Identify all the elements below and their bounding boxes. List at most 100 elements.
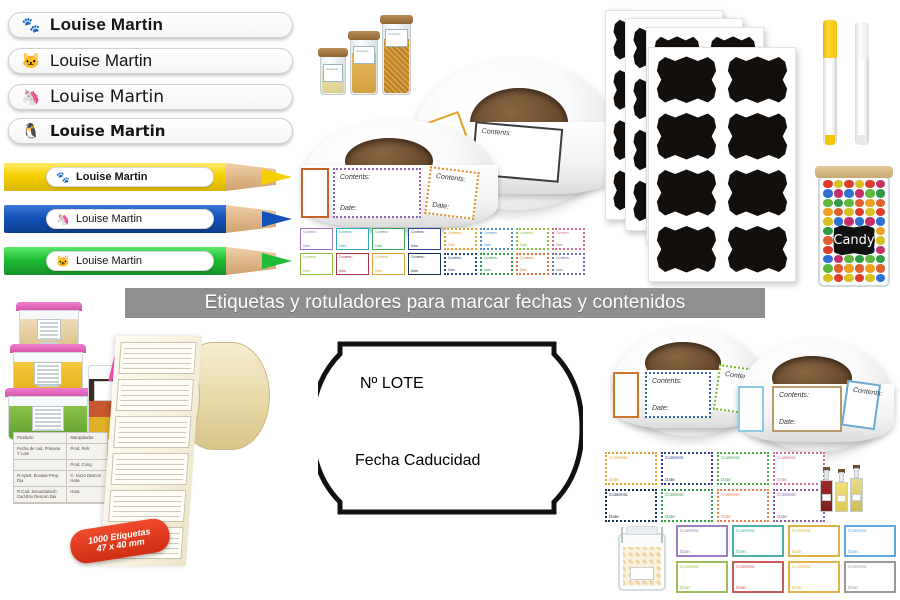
date-label: Date: xyxy=(484,242,492,247)
candy-piece xyxy=(865,180,875,189)
label-chip: Contents:Date: xyxy=(773,452,825,485)
container-lid xyxy=(10,344,86,353)
candy-piece xyxy=(844,198,854,208)
candy-piece xyxy=(854,189,864,198)
contents-label: Contents: xyxy=(736,564,756,569)
candy-chalkboard-label: Candy xyxy=(833,225,875,256)
candy-piece xyxy=(854,264,864,273)
marker-cap xyxy=(855,22,869,60)
candy-piece xyxy=(865,273,875,282)
label-chip: Contents:Date: xyxy=(676,561,728,593)
white-chalk-marker xyxy=(855,22,869,145)
roll-label-edge xyxy=(613,372,639,418)
candy-piece xyxy=(875,198,885,208)
food-container xyxy=(10,344,86,394)
contents-label: Contents: xyxy=(303,255,317,259)
label-chip: Contents:Date: xyxy=(408,253,441,275)
label-roll: Contents: Date: Contents: Date: xyxy=(301,120,498,230)
jar-lid xyxy=(626,526,658,535)
contents-label: Contents: xyxy=(721,455,741,460)
date-label: Date: xyxy=(777,476,788,482)
name-sticker-text: Louise Martin xyxy=(50,51,153,70)
tape-label xyxy=(113,416,192,448)
unicorn-icon: 🦄 xyxy=(56,213,70,226)
label-chip: Contents: Date: xyxy=(300,253,333,275)
jar-label-text: Contents xyxy=(388,32,401,36)
label-roll: Contents: Date: Contents: xyxy=(738,340,894,452)
contents-label: Contents: xyxy=(340,174,370,181)
table-cell: Prod. Refr. xyxy=(67,444,107,460)
label-chip: Contents: Date: xyxy=(732,525,784,557)
chalkboard-sticker xyxy=(727,112,788,160)
candy-piece xyxy=(823,217,833,226)
candy-piece xyxy=(875,264,885,273)
chalkboard-sticker xyxy=(656,56,717,104)
contents-label: Contents: xyxy=(339,230,353,234)
oil-bottle xyxy=(835,469,848,512)
contents-label: Contents: xyxy=(520,256,534,260)
label-chip: Contents:Date: xyxy=(605,452,657,485)
date-label: Date: xyxy=(652,405,669,412)
candy-piece xyxy=(823,236,833,245)
label-chip: Contents:Date: xyxy=(661,489,713,522)
label-chip: Contents:Date: xyxy=(661,452,713,485)
oil-bottle xyxy=(850,465,863,512)
roll-label-edge xyxy=(738,386,764,432)
labelled-pencil: 🐱 Louise Martin xyxy=(4,244,296,278)
dotted-label-grid: Contents:Date:Contents:Date:Contents:Dat… xyxy=(605,452,825,522)
candy-piece xyxy=(833,273,843,282)
table-cell: Hora xyxy=(67,487,107,503)
jar-lid xyxy=(380,15,413,24)
date-label: Date: xyxy=(848,584,859,590)
candy-piece xyxy=(844,189,854,198)
date-label: Date: xyxy=(556,242,564,247)
contents-label: Contents: xyxy=(680,564,700,569)
cat-face-icon: 🐱 xyxy=(56,255,70,268)
candy-piece xyxy=(823,254,833,264)
contents-label: Contents: xyxy=(652,378,682,385)
date-label: Date: xyxy=(520,242,528,247)
table-cell: Producto xyxy=(14,433,68,444)
candy-piece xyxy=(844,180,854,189)
contents-label: Contents: xyxy=(852,386,884,398)
table-cell: R-Cad. Secundaria/C-Cad.Env Descon Dia xyxy=(14,486,68,503)
candy-piece xyxy=(865,189,875,198)
table-cell: C- Inicio Descon Hora xyxy=(67,471,107,487)
label-chip: Contents:Date: xyxy=(717,452,769,485)
name-sticker: 🦄 Louise Martin xyxy=(8,84,293,110)
pencil-tip xyxy=(262,211,292,227)
name-sticker-text: Louise Martin xyxy=(50,15,164,34)
paw-print-icon: 🐾 xyxy=(56,171,70,184)
candy-piece xyxy=(833,180,843,189)
sticker-grid xyxy=(655,55,789,274)
name-sticker: 🐾 Louise Martin xyxy=(8,12,293,38)
candy-piece xyxy=(823,180,833,189)
pencil-name-text: Louise Martin xyxy=(76,171,148,183)
candy-piece xyxy=(823,198,833,208)
contents-label: Contents: xyxy=(556,256,570,260)
date-label: Date: xyxy=(736,548,747,554)
unicorn-icon: 🦄 xyxy=(21,88,41,106)
label-chip: Contents:Date: xyxy=(444,253,477,275)
label-chip: Contents:Date: xyxy=(480,228,513,250)
label-chip: Contents:Date: xyxy=(480,253,513,275)
labelled-pencil: 🐾 Louise Martin xyxy=(4,160,296,194)
candy-jar: Candy xyxy=(815,166,893,287)
label-chip: Contents:Date: xyxy=(516,253,549,275)
bottle-label xyxy=(822,494,831,502)
container-box xyxy=(13,352,83,394)
bottle-neck xyxy=(824,470,829,480)
candy-label-text: Candy xyxy=(833,232,875,248)
contents-label: Contents: xyxy=(792,528,812,533)
bottle-label xyxy=(852,493,861,501)
contents-label: Contents: xyxy=(736,528,756,533)
date-label: Date: xyxy=(303,268,311,273)
candy-piece xyxy=(823,189,833,198)
container-box xyxy=(19,310,79,348)
candy-piece xyxy=(844,264,854,273)
candy-piece xyxy=(854,198,864,208)
candy-piece xyxy=(854,273,864,282)
contents-label: Contents: xyxy=(848,528,868,533)
jar-label: Contents xyxy=(353,46,375,64)
